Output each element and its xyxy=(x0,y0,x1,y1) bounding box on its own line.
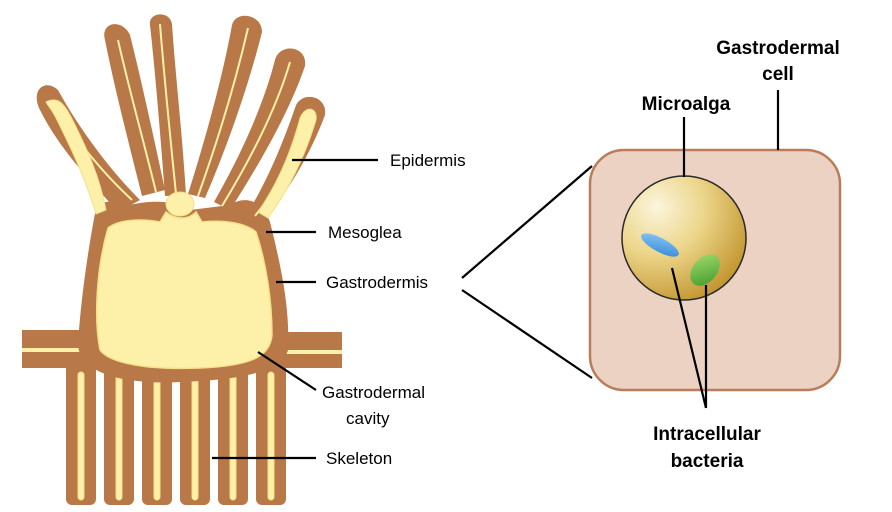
microalga-cell xyxy=(621,175,747,301)
label-mesoglea: Mesoglea xyxy=(328,223,402,242)
label-gastrodermal-cell-1: Gastrodermal xyxy=(716,38,840,59)
polyp-leader-lines xyxy=(212,158,378,460)
skeleton-cores xyxy=(77,371,275,501)
gastrodermal-cavity xyxy=(95,210,273,370)
label-skeleton: Skeleton xyxy=(326,449,392,468)
zoom-lines xyxy=(461,165,593,379)
bacterium-blue xyxy=(641,233,679,257)
label-intracellular-bacteria-2: bacteria xyxy=(671,451,744,472)
cell-leader-lines xyxy=(670,90,780,409)
coral-polyp xyxy=(22,14,342,505)
label-microalga: Microalga xyxy=(642,94,731,115)
mouth-knob xyxy=(165,191,195,217)
label-gastrodermal-cell-2: cell xyxy=(762,64,794,85)
outer-tentacle-right xyxy=(257,108,317,219)
gastrodermal-cell xyxy=(588,148,842,392)
outer-tentacle-left xyxy=(45,99,107,215)
polyp-labels: Epidermis Mesoglea Gastrodermis Gastrode… xyxy=(322,151,466,468)
label-gastrodermal-cavity-2: cavity xyxy=(346,409,390,428)
label-gastrodermal-cavity-1: Gastrodermal xyxy=(322,383,425,402)
label-intracellular-bacteria-1: Intracellular xyxy=(653,424,761,445)
label-epidermis: Epidermis xyxy=(390,151,466,170)
label-gastrodermis: Gastrodermis xyxy=(326,273,428,292)
bacterium-green xyxy=(690,254,720,286)
cell-labels: Gastrodermal cell Microalga Intracellula… xyxy=(642,38,840,472)
